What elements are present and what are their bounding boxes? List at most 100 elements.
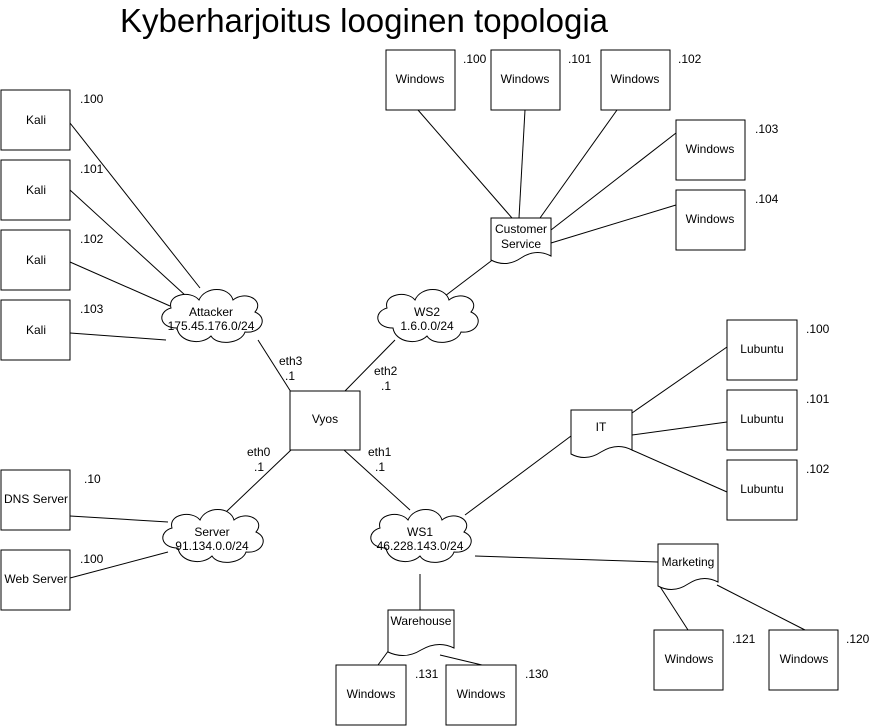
interface-eth0: eth0 .1 xyxy=(247,445,271,474)
lubuntu-box xyxy=(726,319,798,381)
network-name: WS1 xyxy=(407,525,433,539)
link-cs-ws2 xyxy=(444,254,500,297)
windows-box xyxy=(335,664,407,726)
document-shape xyxy=(387,609,455,656)
kali-host: Kali .100 xyxy=(0,89,104,151)
host-label: Lubuntu xyxy=(740,482,783,496)
link-it-lubuntu-100 xyxy=(631,346,728,414)
host-label: Windows xyxy=(686,212,735,226)
host-ip: .121 xyxy=(732,632,756,646)
document-shape xyxy=(570,409,633,458)
interface-eth2: eth2 .1 xyxy=(374,364,398,393)
group-it: IT xyxy=(570,409,633,458)
host-label: Windows xyxy=(611,72,660,86)
link-vyos-ws1 xyxy=(343,449,411,511)
group-label: Marketing xyxy=(662,555,715,569)
lubuntu-host: Lubuntu .100 xyxy=(726,319,830,381)
interface-eth3: eth3 .1 xyxy=(279,354,303,383)
kali-box xyxy=(0,159,71,221)
link-ws2-vyos xyxy=(343,339,396,393)
group-label: Warehouse xyxy=(391,614,452,628)
interface-eth1: eth1 .1 xyxy=(368,445,392,474)
host-label: Lubuntu xyxy=(740,412,783,426)
network-subnet: 46.228.143.0/24 xyxy=(377,539,464,553)
router-vyos: Vyos xyxy=(289,390,361,451)
server-box xyxy=(0,549,71,611)
network-server: Server 91.134.0.0/24 xyxy=(162,509,264,563)
host-ip: .102 xyxy=(806,462,830,476)
windows-box xyxy=(600,49,671,111)
host-label: Windows xyxy=(501,72,550,86)
host-ip: .131 xyxy=(415,667,439,681)
network-subnet: 1.6.0.0/24 xyxy=(400,319,454,333)
link-kali-103 xyxy=(69,332,167,341)
host-label: Windows xyxy=(347,687,396,701)
web-server-host: Web Server .100 xyxy=(0,549,104,611)
lubuntu-box xyxy=(726,459,798,521)
host-label: Windows xyxy=(665,652,714,666)
windows-box xyxy=(653,629,724,691)
interface-ip: .1 xyxy=(381,379,391,393)
host-ip: .100 xyxy=(463,52,487,66)
windows-box xyxy=(385,49,456,111)
host-ip: .102 xyxy=(678,52,702,66)
host-label: Kali xyxy=(26,253,46,267)
host-label: Windows xyxy=(457,687,506,701)
lubuntu-host: Lubuntu .101 xyxy=(726,389,830,451)
group-label-line1: Customer xyxy=(495,222,547,236)
host-ip: .104 xyxy=(755,192,779,206)
host-label: Kali xyxy=(26,113,46,127)
marketing-windows-host: Windows .120 xyxy=(768,629,870,691)
host-ip: .103 xyxy=(80,302,104,316)
host-label: Windows xyxy=(686,142,735,156)
customer-windows-host: Windows .100 xyxy=(385,49,487,111)
lubuntu-host: Lubuntu .102 xyxy=(726,459,830,521)
interface-name: eth1 xyxy=(368,445,392,459)
host-label: Windows xyxy=(780,652,829,666)
connections xyxy=(69,109,806,666)
network-name: Attacker xyxy=(189,305,233,319)
network-ws2: WS2 1.6.0.0/24 xyxy=(377,289,479,343)
marketing-windows-host: Windows .121 xyxy=(653,629,756,691)
link-warehouse-win-131 xyxy=(377,649,390,666)
warehouse-windows-host: Windows .130 xyxy=(445,664,549,726)
windows-box xyxy=(675,119,746,181)
host-ip: .102 xyxy=(80,232,104,246)
windows-box xyxy=(490,49,561,111)
kali-box xyxy=(0,229,71,291)
group-label-line2: Service xyxy=(501,237,541,251)
host-label: DNS Server xyxy=(4,492,68,506)
group-warehouse: Warehouse xyxy=(387,609,455,656)
interface-ip: .1 xyxy=(285,369,295,383)
link-marketing-win-121 xyxy=(658,584,689,631)
windows-box xyxy=(768,629,839,691)
link-cs-win-101 xyxy=(518,109,526,219)
link-kali-102 xyxy=(69,261,171,307)
network-subnet: 175.45.176.0/24 xyxy=(168,319,255,333)
kali-host: Kali .101 xyxy=(0,159,104,221)
host-ip: .101 xyxy=(568,52,592,66)
interface-name: eth2 xyxy=(374,364,398,378)
router-box xyxy=(289,390,361,451)
host-ip: .100 xyxy=(80,92,104,106)
windows-box xyxy=(675,189,746,251)
network-name: Server xyxy=(194,525,229,539)
network-name: WS2 xyxy=(414,305,440,319)
link-cs-win-104 xyxy=(550,204,677,244)
kali-box xyxy=(0,299,71,361)
network-attacker: Attacker 175.45.176.0/24 xyxy=(161,289,263,343)
network-ws1: WS1 46.228.143.0/24 xyxy=(370,509,472,563)
kali-box xyxy=(0,89,71,151)
link-it-lubuntu-101 xyxy=(631,421,728,436)
host-label: Web Server xyxy=(4,572,67,586)
link-web-server xyxy=(69,551,169,579)
link-kali-101 xyxy=(69,189,187,297)
host-ip: .120 xyxy=(846,632,870,646)
document-shape xyxy=(490,217,552,264)
host-ip: .103 xyxy=(755,122,779,136)
link-it-lubuntu-102 xyxy=(631,449,728,493)
host-ip: .100 xyxy=(806,322,830,336)
customer-windows-host: Windows .102 xyxy=(600,49,702,111)
host-ip: .10 xyxy=(84,472,101,486)
